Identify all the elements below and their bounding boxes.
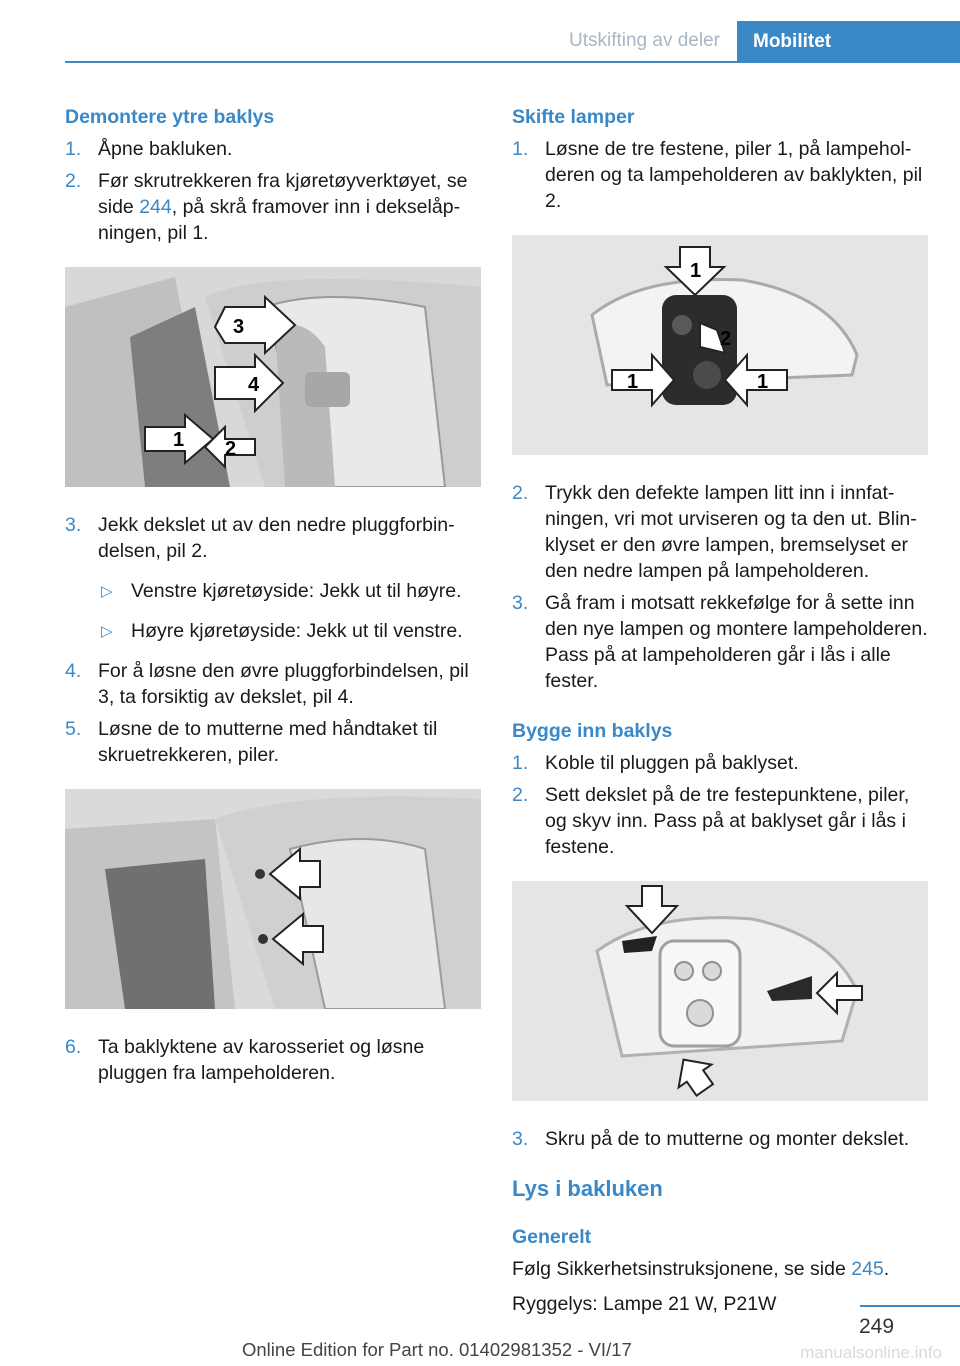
figure-lamp-holder: 1 2 1 1: [512, 235, 928, 455]
header-section-title: Utskifting av deler: [568, 30, 720, 51]
list-item: 6. Ta baklyktene av karosseriet og løsne…: [65, 1034, 481, 1086]
figure-nuts: [65, 789, 481, 1009]
step-text: Ta baklyktene av karosseriet og løsne pl…: [98, 1036, 425, 1084]
heading-skifte-lamper: Skifte lamper: [512, 106, 635, 128]
sub-text: Høyre kjøretøyside: Jekk ut til venstre.: [131, 620, 463, 642]
fig3-label-1-top: 1: [690, 260, 701, 282]
heading-bygge-inn: Bygge inn baklys: [512, 720, 673, 742]
paragraph-safety-pre: Følg Sikkerhetsinstruksjonene, se side: [512, 1258, 852, 1280]
figure-tail-light-cover: 3 4 1 2: [65, 267, 481, 487]
list-item: 1. Åpne bakluken.: [65, 136, 481, 162]
page-link-245[interactable]: 245: [851, 1258, 884, 1280]
step-number: 1.: [512, 752, 529, 774]
triangle-bullet-icon: ▷: [101, 583, 113, 600]
list-item: 3. Jekk dekslet ut av den nedre pluggfor…: [65, 512, 481, 564]
paragraph-reverse-light: Ryggelys: Lampe 21 W, P21W: [512, 1293, 777, 1315]
step-number: 3.: [65, 514, 82, 536]
step-number: 2.: [512, 784, 529, 806]
step-text: Trykk den defekte lampen litt inn i innf…: [545, 482, 917, 582]
step-text: For å løsne den øvre pluggforbindelsen, …: [98, 660, 469, 708]
fig1-label-1: 1: [173, 429, 184, 451]
step-number: 4.: [65, 660, 82, 682]
step-text: Sett dekslet på de tre festepunktene, pi…: [545, 784, 910, 858]
step-text: Koble til pluggen på baklyset.: [545, 752, 799, 774]
right-column: Skifte lamper 1. Løsne de tre festene, p…: [512, 104, 928, 1317]
step-number: 1.: [512, 138, 529, 160]
list-item: 3. Skru på de to mutterne og monter deks…: [512, 1126, 928, 1152]
step-text-pre: Før skrutrekkeren fra kjøretøyverktøyet,…: [98, 170, 468, 218]
list-item: 3. Gå fram i motsatt rekkefølge for å se…: [512, 590, 928, 694]
list-item: 2. Trykk den defekte lampen litt inn i i…: [512, 480, 928, 584]
list-item: 2. Før skrutrekkeren fra kjøretøyverktøy…: [65, 168, 481, 246]
header-tab-mobilitet[interactable]: Mobilitet: [737, 21, 960, 62]
triangle-bullet-icon: ▷: [101, 623, 113, 640]
list-item: 4. For å løsne den øvre pluggforbindelse…: [65, 658, 481, 710]
fig1-label-2: 2: [225, 438, 236, 460]
fig3-label-1-right: 1: [757, 371, 768, 393]
step-text: Skru på de to mutterne og monter dekslet…: [545, 1128, 910, 1150]
list-item: 1. Løsne de tre festene, piler 1, på lam…: [512, 136, 928, 214]
step-text-post: , på skrå framover inn i dekselåp­ningen…: [98, 196, 461, 244]
list-item: 2. Sett dekslet på de tre festepunktene,…: [512, 782, 928, 860]
footer-edition: Online Edition for Part no. 01402981352 …: [242, 1339, 632, 1360]
header-rule: [65, 61, 960, 63]
step-text: Jekk dekslet ut av den nedre pluggforbin…: [98, 514, 455, 562]
step-text: Før skrutrekkeren fra kjøretøyverktøyet,…: [98, 168, 481, 246]
paragraph-safety-post: .: [883, 1258, 890, 1280]
figure-cover-install: [512, 881, 928, 1101]
sub-text: Venstre kjøretøyside: Jekk ut til høyre.: [131, 580, 462, 602]
fig3-label-2: 2: [720, 328, 731, 350]
paragraph-safety: Følg Sikkerhetsinstruksjonene, se side 2…: [512, 1256, 928, 1282]
fig1-label-4: 4: [248, 374, 260, 396]
heading-generelt: Generelt: [512, 1226, 592, 1248]
step-number: 5.: [65, 718, 82, 740]
step-number: 1.: [65, 138, 82, 160]
list-item: 5. Løsne de to mutterne med håndtaket ti…: [65, 716, 481, 768]
page-number: 249: [859, 1315, 895, 1338]
section-title-lys-i-bakluken: Lys i bakluken: [512, 1176, 663, 1201]
step-number: 2.: [512, 482, 529, 504]
heading-demontere: Demontere ytre baklys: [65, 106, 275, 128]
step-text: Gå fram i motsatt rekkefølge for å sette…: [545, 592, 928, 692]
left-column: Demontere ytre baklys 1. Åpne bakluken. …: [65, 104, 481, 1086]
sub-list-item: ▷ Venstre kjøretøyside: Jekk ut til høyr…: [65, 578, 481, 604]
fig3-label-1-left: 1: [627, 371, 638, 393]
step-text: Løsne de to mutterne med håndtaket til s…: [98, 718, 438, 766]
step-number: 3.: [512, 1128, 529, 1150]
footer-rule: [860, 1305, 960, 1307]
step-text: Åpne bakluken.: [98, 138, 233, 160]
watermark: manualsonline.info: [800, 1343, 942, 1362]
page-link-244[interactable]: 244: [139, 196, 172, 218]
fig1-label-3: 3: [233, 316, 244, 338]
step-number: 3.: [512, 592, 529, 614]
sub-list-item: ▷ Høyre kjøretøyside: Jekk ut til venstr…: [65, 618, 481, 644]
step-number: 2.: [65, 170, 82, 192]
step-number: 6.: [65, 1036, 82, 1058]
list-item: 1. Koble til pluggen på baklyset.: [512, 750, 928, 776]
step-text: Løsne de tre festene, piler 1, på lampeh…: [545, 138, 923, 212]
